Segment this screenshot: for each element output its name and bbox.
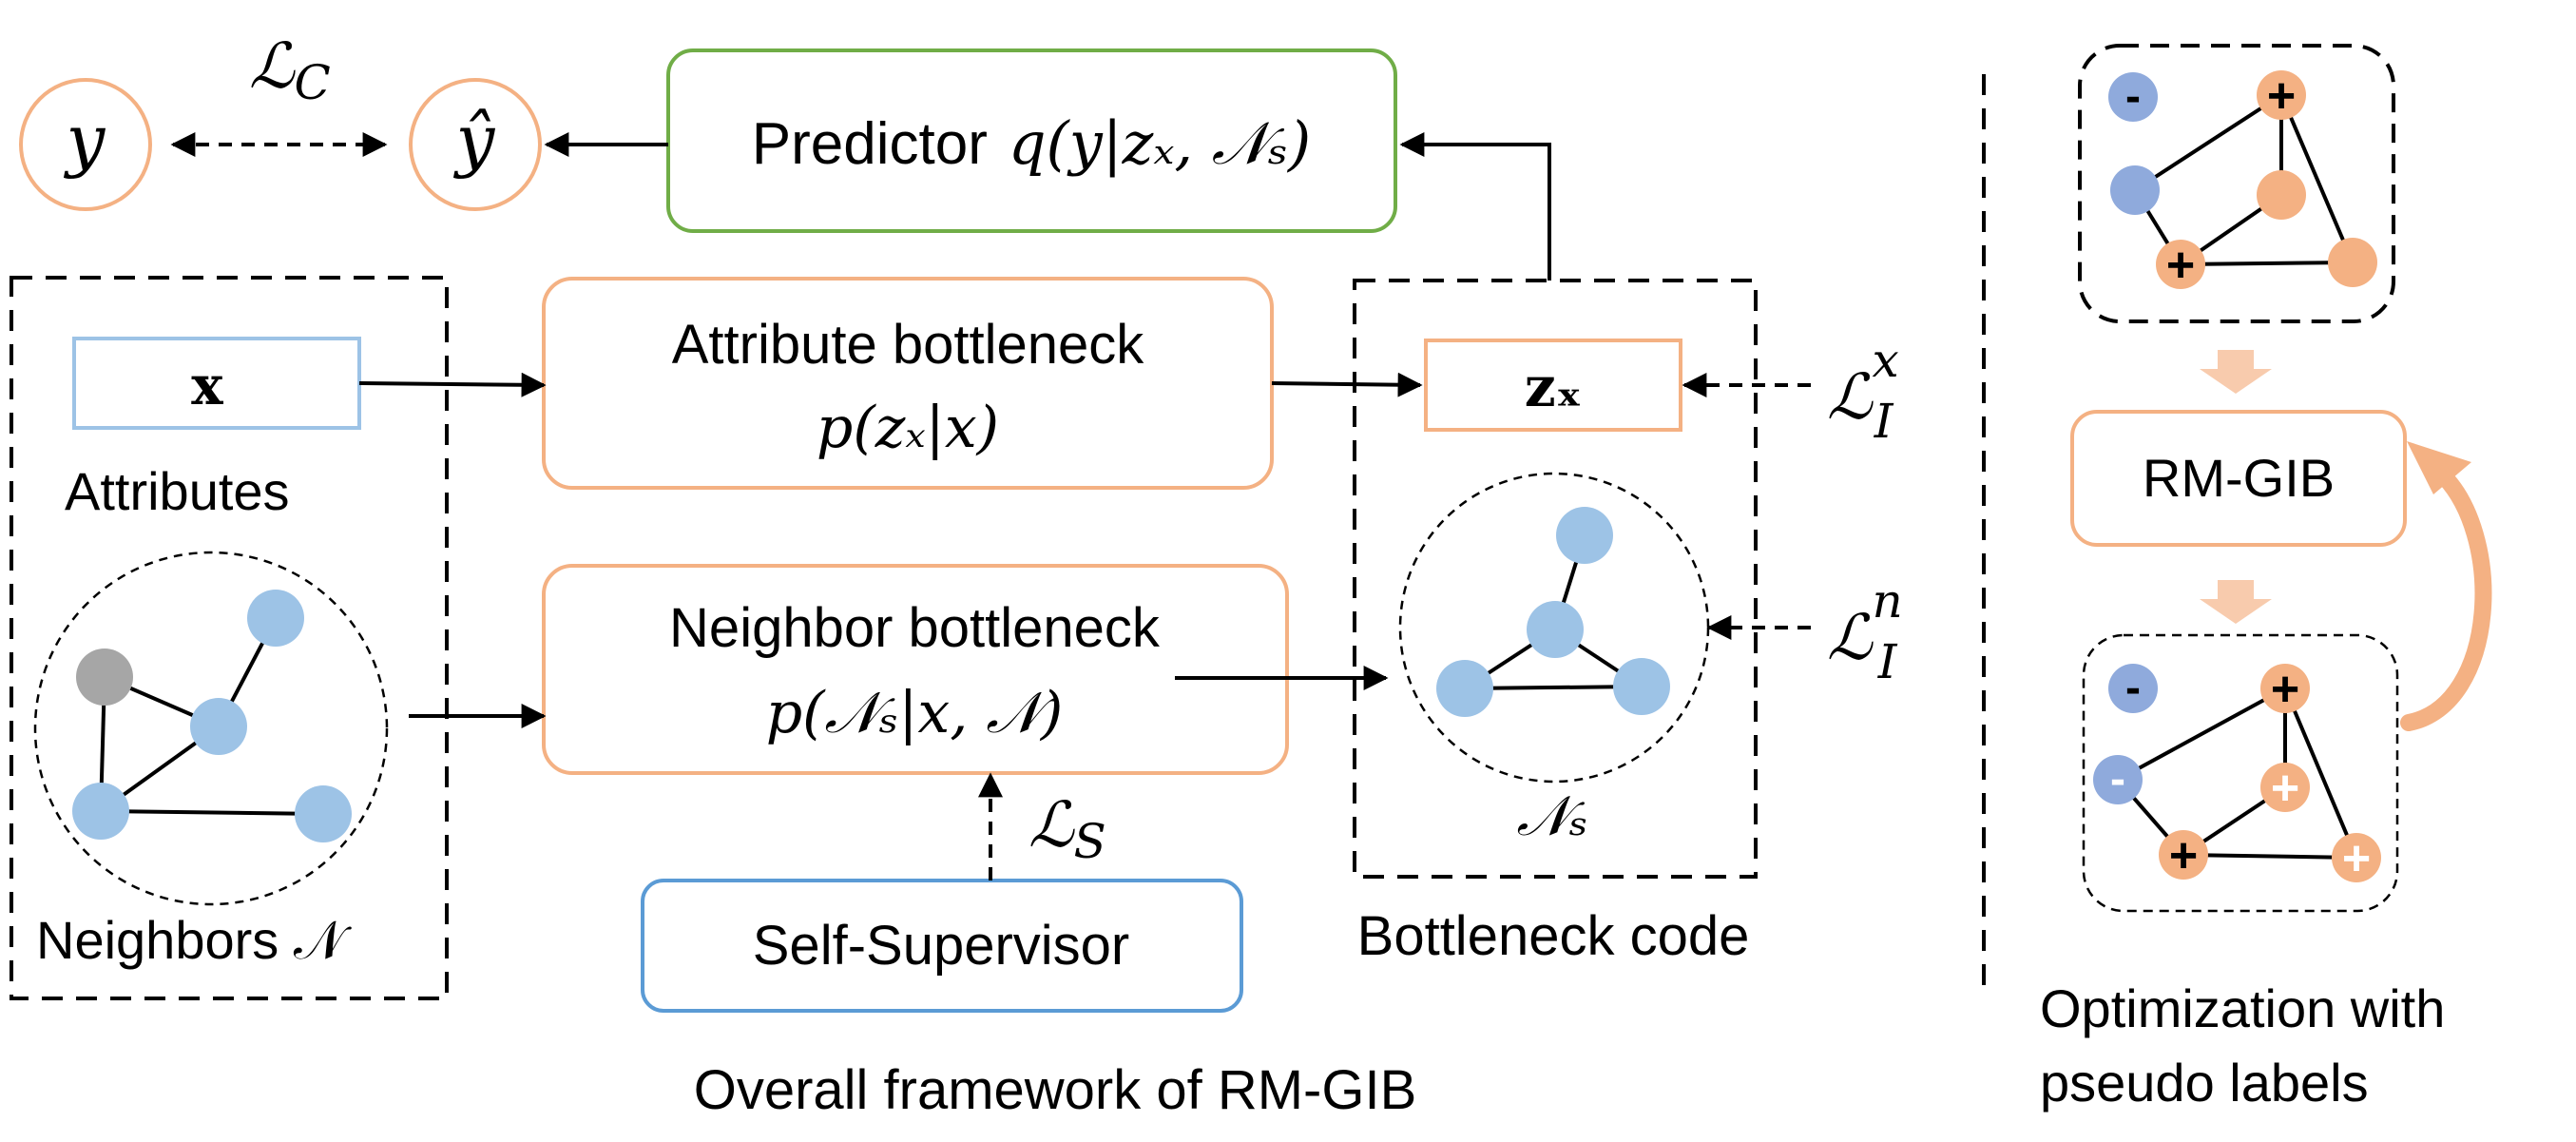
framework-caption: Overall framework of RM-GIB [694,1059,1417,1121]
ls-symbol: ℒS [1028,788,1106,869]
neighbor-node [72,783,129,840]
attr-to-zx-arrow [1271,372,1423,397]
ns-node [1613,658,1670,715]
x-box [72,337,361,430]
zx-label: zₓ [1525,355,1583,419]
neighbor-node [190,698,247,755]
panel-node-positive [2257,70,2306,120]
panel-node-negative [2108,664,2158,713]
attribute-bottleneck-formula: p(zₓ|x) [817,395,999,461]
attribute-bottleneck-title: Attribute bottleneck [672,314,1145,376]
yhat-circle [409,78,542,211]
pseudo-plus-sign: + [2271,761,2299,816]
panel-node-pseudo-positive [2332,833,2381,882]
neighbors-dashed-circle [33,551,389,906]
attributes-label: Attributes [65,461,290,521]
panel-bottom-graph-box [2082,633,2399,913]
ns-label: 𝒩ₛ [1516,784,1587,848]
bottleneck-code-dashed-box [1353,279,1758,879]
feedback-arrowhead [2407,441,2471,494]
neighbor-node [247,590,304,647]
panel-caption-line2: pseudo labels [2040,1053,2369,1113]
y-label: y [64,100,106,180]
panel-node [2257,170,2306,220]
minus-sign: - [2125,71,2141,122]
panel-node-pseudo-negative [2093,755,2143,804]
pseudo-minus-sign: - [2110,754,2125,804]
ns-node [1436,660,1493,717]
self-supervisor-label: Self-Supervisor [753,915,1129,977]
plus-sign: + [2166,238,2195,293]
yhat-label: ŷ [453,100,496,180]
pseudo-plus-sign: + [2342,831,2371,886]
neighbor-bottleneck-title: Neighbor bottleneck [669,597,1161,659]
panel-node-positive [2260,664,2310,713]
neighbors-label: Neighbors 𝒩 [36,910,352,970]
panel-node-positive [2159,830,2208,880]
panel-node [2110,165,2160,215]
panel-node-positive [2156,240,2205,289]
minus-sign: - [2125,663,2141,713]
self-supervisor-box [641,879,1243,1013]
plus-sign: + [2267,68,2296,124]
feedback-curved-arrow [2400,463,2492,731]
y-circle [19,78,152,211]
neighbor-node-gray [76,648,133,706]
code-to-predictor-arrow [1399,132,1551,281]
ns-node [1527,601,1584,658]
x-to-attr-arrow [358,372,547,397]
bottleneck-code-caption: Bottleneck code [1357,905,1750,967]
rmgib-box [2070,410,2407,547]
neighbor-bottleneck-box [542,564,1289,775]
neighbor-bottleneck-formula: p(𝒩ₛ|x, 𝒩) [766,680,1064,746]
x-label: x [191,355,223,417]
panel-node-pseudo-positive [2260,763,2310,812]
rmgib-label: RM-GIB [2143,448,2335,508]
ns-node [1556,507,1613,564]
down-arrow [2200,350,2272,394]
input-dashed-box [10,276,449,1000]
panel-top-graph-box [2078,44,2395,323]
neighbor-node [295,785,352,842]
zx-box [1424,339,1682,432]
predictor-box [666,48,1397,233]
panel-node-negative [2108,72,2158,122]
panel-caption-line1: Optimization with [2040,978,2445,1038]
down-arrow [2200,580,2272,624]
panel-node [2328,238,2377,287]
plus-sign: + [2169,828,2198,883]
lc-symbol: ℒC [249,29,331,110]
panel-bottom-graph-edges [2116,687,2358,860]
plus-sign: + [2271,662,2299,717]
